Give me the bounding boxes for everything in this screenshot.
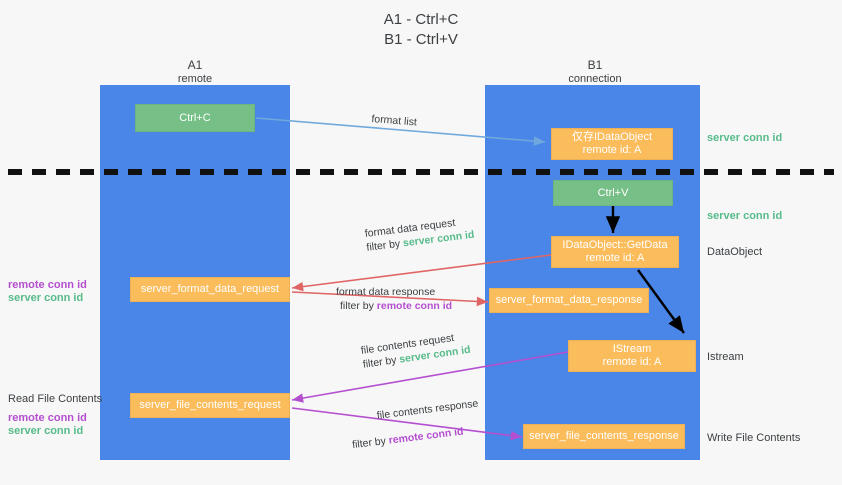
- box-ctrl-v-line1: Ctrl+V: [597, 186, 629, 199]
- box-server-format-data-request-line1: server_format_data_request: [140, 283, 280, 295]
- label-left-remote-conn-id-2: remote conn id: [8, 412, 87, 424]
- caption-format-data-request: format data request filter by server con…: [364, 214, 475, 255]
- caption-format-list-line1: format list: [370, 112, 418, 129]
- column-header-a1: A1 remote: [120, 58, 270, 86]
- box-idataobject-clipboard[interactable]: 仅存IDataObject remote id: A: [551, 128, 673, 160]
- box-ctrl-v[interactable]: Ctrl+V: [553, 180, 673, 206]
- box-idataobject-getdata-line2: remote id: A: [585, 252, 645, 264]
- column-b1-sub: connection: [568, 73, 622, 85]
- label-left-server-conn-id-2: server conn id: [8, 425, 84, 437]
- box-idataobject-clipboard-line1: 仅存IDataObject: [571, 131, 653, 143]
- box-server-format-data-request[interactable]: server_format_data_request: [130, 277, 290, 302]
- caption-fcres-prefix: filter by: [351, 434, 390, 452]
- box-server-format-data-response-line1: server_format_data_response: [495, 294, 643, 306]
- caption-format-data-response: format data response filter by remote co…: [336, 285, 452, 313]
- caption-format-data-response-line1: format data response: [336, 286, 436, 298]
- label-istream: Istream: [707, 351, 744, 363]
- box-istream-line2: remote id: A: [602, 356, 662, 368]
- label-left-remote-conn-id-1: remote conn id: [8, 279, 87, 291]
- box-server-format-data-response[interactable]: server_format_data_response: [489, 288, 649, 313]
- box-istream[interactable]: IStream remote id: A: [568, 340, 696, 372]
- caption-fdres-prefix: filter by: [340, 300, 377, 312]
- caption-fdres-value: remote conn id: [376, 300, 453, 312]
- label-read-file-contents: Read File Contents: [8, 393, 103, 405]
- page-title: A1 - Ctrl+C B1 - Ctrl+V: [0, 10, 842, 50]
- caption-file-contents-response: file contents response filter by remote …: [351, 397, 482, 452]
- label-left-server-conn-id-1: server conn id: [8, 292, 84, 304]
- box-server-file-contents-response-line1: server_file_contents_response: [529, 430, 679, 442]
- box-idataobject-clipboard-line2: remote id: A: [582, 144, 642, 156]
- caption-file-contents-request: file contents request filter by server c…: [360, 329, 471, 372]
- box-server-file-contents-request-line1: server_file_contents_request: [139, 399, 281, 411]
- caption-format-data-response-filter: filter by remote conn id: [336, 299, 452, 313]
- box-ctrl-c[interactable]: Ctrl+C: [135, 104, 255, 132]
- column-header-b1: B1 connection: [520, 58, 670, 86]
- label-server-conn-id-1: server conn id: [707, 132, 783, 144]
- column-a1-name: A1: [187, 58, 203, 72]
- column-b1-name: B1: [587, 58, 603, 72]
- caption-file-contents-response-filter: filter by remote conn id: [351, 422, 482, 452]
- label-write-file-contents: Write File Contents: [707, 432, 801, 444]
- caption-format-list: format list: [371, 112, 417, 130]
- box-server-file-contents-request[interactable]: server_file_contents_request: [130, 393, 290, 418]
- label-dataobject: DataObject: [707, 246, 763, 258]
- box-server-file-contents-response[interactable]: server_file_contents_response: [523, 424, 685, 449]
- title-line-2: B1 - Ctrl+V: [384, 31, 458, 48]
- label-server-conn-id-2: server conn id: [707, 210, 783, 222]
- box-idataobject-getdata[interactable]: IDataObject::GetData remote id: A: [551, 236, 679, 268]
- caption-fdreq-prefix: filter by: [365, 237, 404, 254]
- column-a1-sub: remote: [177, 73, 213, 85]
- caption-fcres-value: remote conn id: [387, 425, 465, 447]
- caption-fcreq-prefix: filter by: [362, 353, 401, 371]
- title-line-1: A1 - Ctrl+C: [383, 11, 459, 28]
- box-idataobject-getdata-line1: IDataObject::GetData: [562, 239, 668, 251]
- caption-file-contents-response-line1: file contents response: [376, 397, 479, 422]
- box-istream-line1: IStream: [612, 343, 652, 355]
- box-ctrl-c-line1: Ctrl+C: [179, 111, 211, 124]
